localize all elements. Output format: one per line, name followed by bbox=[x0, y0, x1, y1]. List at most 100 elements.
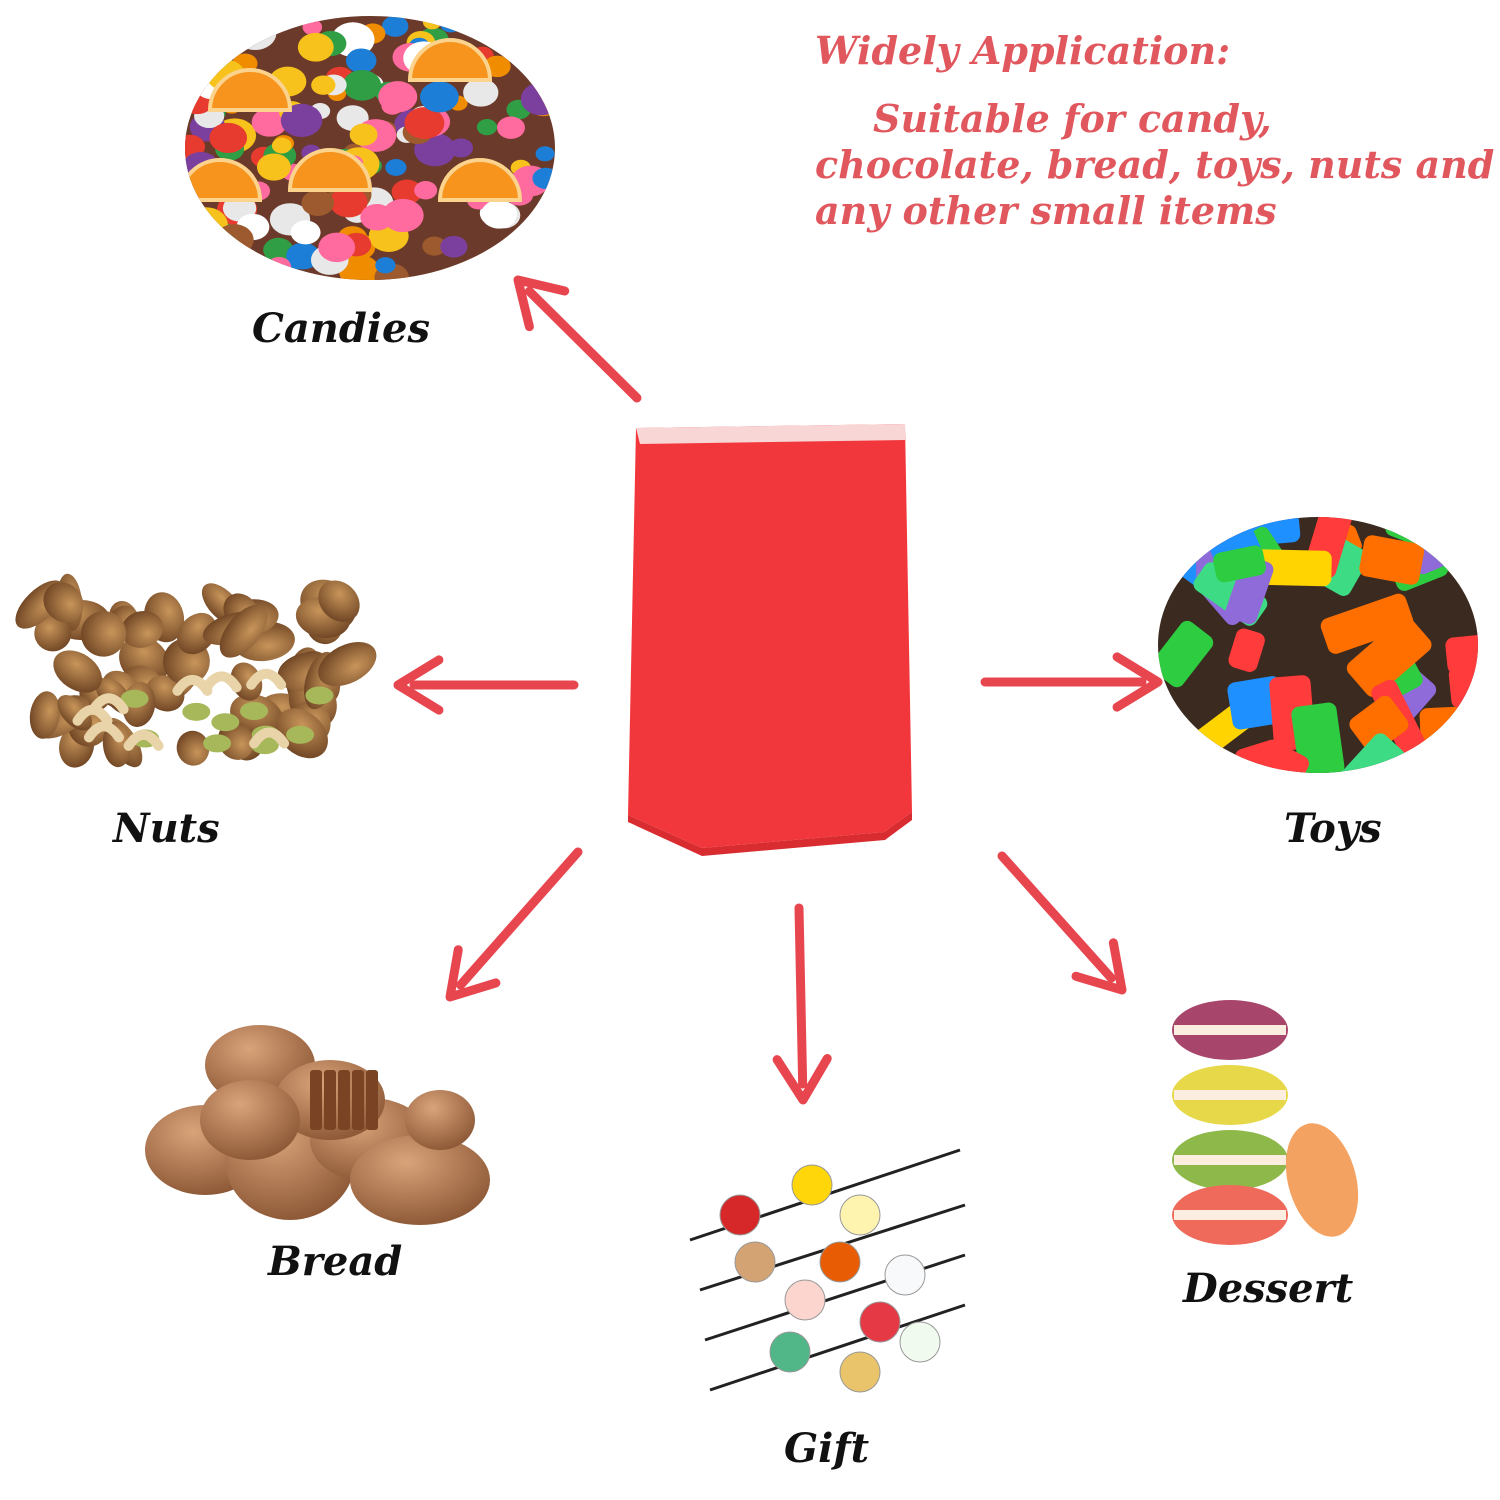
candy-piece bbox=[520, 82, 555, 116]
arrow-gift bbox=[772, 903, 832, 1105]
arrow-head bbox=[772, 1054, 832, 1105]
label-candies: Candies bbox=[252, 305, 430, 352]
candy-piece bbox=[289, 272, 309, 280]
candy-piece bbox=[185, 45, 218, 75]
candy-piece bbox=[242, 21, 263, 38]
charm bbox=[719, 1194, 761, 1236]
candy-piece bbox=[422, 236, 447, 256]
cashew bbox=[249, 727, 290, 749]
cashew bbox=[201, 671, 242, 693]
charm bbox=[734, 1241, 776, 1283]
orange-jelly-slice bbox=[207, 68, 293, 112]
arrow-candies bbox=[513, 275, 642, 403]
arrow-shaft bbox=[456, 847, 583, 990]
candy-piece bbox=[185, 260, 209, 280]
arrow-head bbox=[513, 275, 570, 332]
charm bbox=[791, 1164, 833, 1206]
candy-piece bbox=[208, 241, 229, 258]
nut bbox=[121, 610, 164, 648]
bread-roll bbox=[350, 1135, 490, 1225]
bread-slice bbox=[310, 1070, 322, 1130]
nuts-image bbox=[15, 573, 377, 768]
pistachio bbox=[286, 725, 315, 744]
arrows bbox=[393, 275, 1163, 1105]
nut bbox=[318, 641, 377, 687]
candy-piece bbox=[481, 199, 517, 229]
headline-body-text: Suitable for candy, chocolate, bread, to… bbox=[815, 96, 1495, 233]
cashew bbox=[83, 721, 124, 743]
nut bbox=[219, 604, 268, 658]
candy-piece bbox=[477, 260, 516, 280]
arrow-head bbox=[1071, 938, 1127, 995]
candy-piece bbox=[311, 75, 336, 95]
toy-tube bbox=[1242, 744, 1309, 773]
pistachio bbox=[211, 713, 240, 732]
label-bread: Bread bbox=[268, 1238, 403, 1285]
charm bbox=[769, 1331, 811, 1373]
bread-roll bbox=[405, 1090, 475, 1150]
macaron-filling bbox=[1174, 1155, 1286, 1165]
candy-piece bbox=[528, 16, 555, 31]
candy-piece bbox=[349, 123, 378, 146]
macaron-side bbox=[1285, 1123, 1359, 1237]
candy-piece bbox=[318, 232, 356, 263]
candy-piece bbox=[422, 16, 442, 30]
dessert-image bbox=[1172, 1000, 1359, 1245]
charm bbox=[884, 1254, 926, 1296]
charm bbox=[839, 1194, 881, 1236]
candy-piece bbox=[301, 189, 335, 216]
macaron-filling bbox=[1174, 1025, 1286, 1035]
candy-piece bbox=[414, 181, 438, 200]
bag-body bbox=[628, 424, 912, 848]
toy-tube bbox=[1359, 535, 1425, 585]
candy-piece bbox=[382, 198, 424, 233]
nut bbox=[145, 675, 185, 712]
candy-piece bbox=[342, 70, 382, 101]
candy-piece bbox=[297, 32, 334, 62]
arrow-head bbox=[1112, 652, 1163, 712]
candy-piece bbox=[381, 16, 409, 37]
candy-piece bbox=[404, 107, 445, 140]
candies-image bbox=[185, 16, 555, 280]
nut bbox=[29, 691, 60, 739]
charm bbox=[859, 1301, 901, 1343]
candy-piece bbox=[514, 228, 552, 259]
candy-piece bbox=[439, 16, 462, 33]
orange-jelly-slice bbox=[407, 38, 493, 82]
headline-title: Widely Application: bbox=[815, 28, 1231, 73]
cashew bbox=[246, 668, 287, 690]
pistachio bbox=[203, 734, 232, 753]
candy-piece bbox=[536, 242, 555, 262]
candy-piece bbox=[541, 16, 555, 30]
candy-piece bbox=[504, 255, 533, 278]
nut bbox=[53, 650, 102, 693]
candy-piece bbox=[449, 138, 473, 158]
hair-clip-wire bbox=[709, 1303, 966, 1392]
bread-slice bbox=[324, 1070, 336, 1130]
pistachio bbox=[120, 689, 149, 708]
nut bbox=[57, 694, 92, 731]
arrow-shaft bbox=[794, 903, 808, 1089]
arrow-bread bbox=[445, 847, 583, 1002]
arrow-toys bbox=[980, 652, 1163, 712]
charm bbox=[819, 1241, 861, 1283]
bag-base bbox=[628, 812, 912, 856]
label-nuts: Nuts bbox=[113, 805, 220, 852]
toy-tube bbox=[1213, 545, 1266, 583]
candy-piece bbox=[476, 119, 498, 136]
candy-piece bbox=[345, 48, 377, 73]
pistachio bbox=[305, 686, 334, 705]
candy-piece bbox=[486, 256, 516, 280]
toys-image bbox=[1158, 517, 1478, 773]
candy-piece bbox=[329, 187, 368, 218]
label-gift: Gift bbox=[784, 1425, 870, 1472]
macaron-filling bbox=[1174, 1090, 1286, 1100]
toy-tube bbox=[1349, 695, 1409, 753]
nut bbox=[217, 721, 254, 760]
toy-tube bbox=[1228, 628, 1265, 672]
cashew bbox=[72, 704, 113, 726]
nut bbox=[177, 612, 217, 655]
arrow-shaft bbox=[997, 851, 1116, 983]
headline-body: Suitable for candy, chocolate, bread, to… bbox=[815, 96, 1495, 234]
